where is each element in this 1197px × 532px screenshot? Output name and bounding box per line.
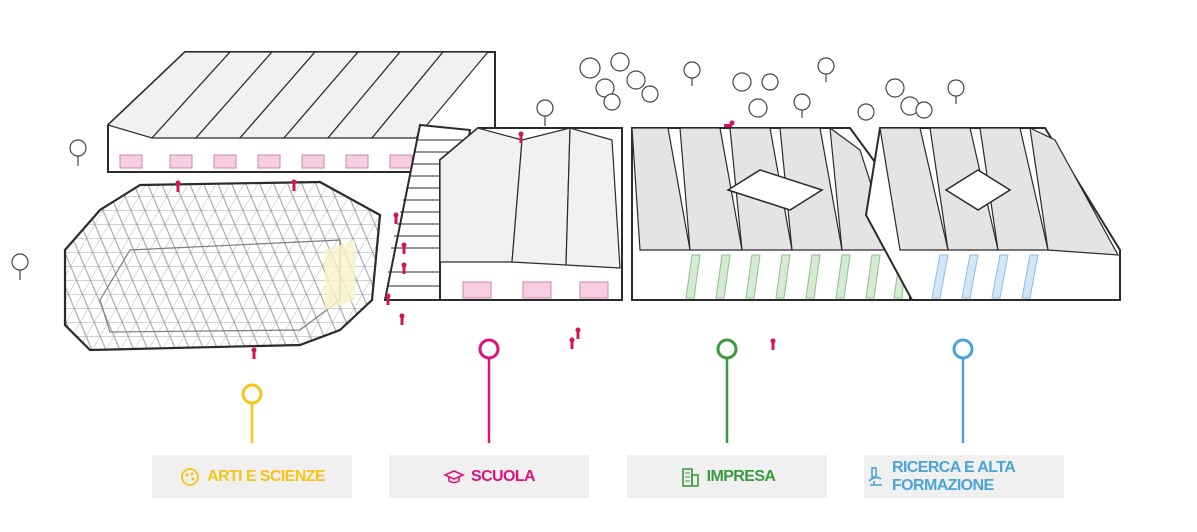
pin-scuola bbox=[478, 338, 500, 443]
pin-arti bbox=[241, 383, 263, 443]
pin-impresa bbox=[716, 338, 738, 443]
pin-ricerca bbox=[952, 338, 974, 443]
legend-arti-scienze[interactable]: ARTI E SCIENZE bbox=[152, 455, 352, 498]
microscope-icon bbox=[864, 466, 886, 488]
trees bbox=[11, 52, 965, 280]
graduation-cap-icon bbox=[443, 466, 465, 488]
legend-scuola[interactable]: SCUOLA bbox=[389, 455, 589, 498]
legend-label: RICERCA E ALTA FORMAZIONE bbox=[892, 458, 1015, 494]
tree-icon bbox=[947, 79, 965, 104]
palette-icon bbox=[179, 466, 201, 488]
tree-icon bbox=[732, 72, 779, 118]
legend-ricerca[interactable]: RICERCA E ALTA FORMAZIONE bbox=[864, 455, 1064, 498]
tree-icon bbox=[11, 253, 29, 280]
tree-icon bbox=[579, 52, 659, 111]
tree-icon bbox=[683, 61, 701, 86]
tree-icon bbox=[817, 57, 835, 82]
building-arti-scienze bbox=[63, 180, 382, 352]
building-ricerca bbox=[864, 126, 1121, 301]
building-scuola bbox=[439, 127, 623, 301]
people-figures bbox=[175, 120, 776, 359]
tree-icon bbox=[536, 99, 554, 126]
tree-icon bbox=[69, 139, 87, 166]
tree-icon bbox=[793, 93, 811, 118]
tree-icon bbox=[857, 78, 933, 121]
legend-impresa[interactable]: IMPRESA bbox=[627, 455, 827, 498]
building-upper-hall bbox=[106, 51, 496, 173]
legend-label: IMPRESA bbox=[706, 467, 776, 485]
legend-label: ARTI E SCIENZE bbox=[207, 467, 325, 485]
legend-label: SCUOLA bbox=[471, 467, 536, 485]
office-building-icon bbox=[679, 466, 701, 488]
